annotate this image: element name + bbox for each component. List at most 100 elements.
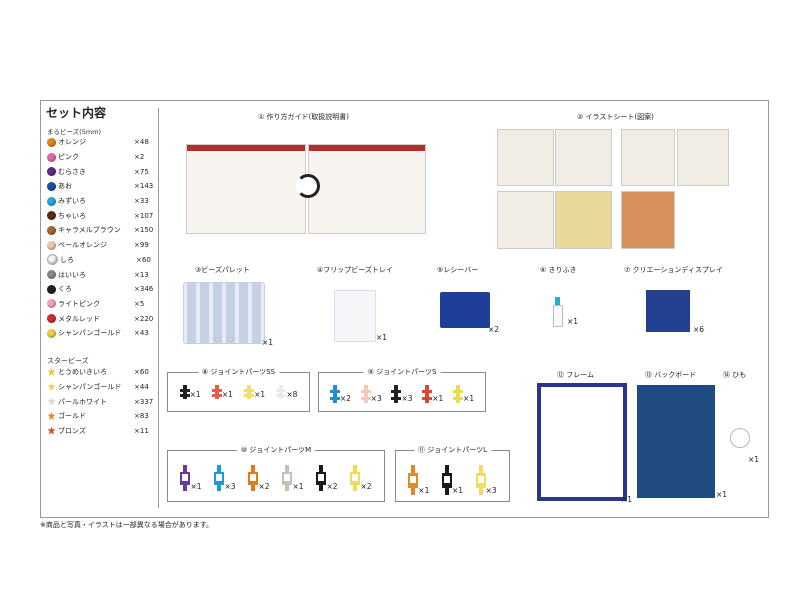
bead-icon bbox=[47, 314, 56, 324]
joint-part: ×1 bbox=[408, 465, 429, 495]
bead-qty: ×43 bbox=[134, 329, 149, 338]
bead-icon bbox=[47, 152, 56, 162]
bead-row: キャラメルブラウン×150 bbox=[47, 223, 153, 238]
joint-bar bbox=[350, 481, 361, 485]
bead-qty: ×48 bbox=[134, 138, 149, 147]
joint-part: ×1 bbox=[180, 465, 202, 491]
joint-part: ×1 bbox=[422, 385, 443, 403]
joint-qty: ×3 bbox=[224, 482, 236, 491]
frame-title: ⑫ フレーム bbox=[557, 371, 595, 379]
bead-icon bbox=[47, 137, 56, 147]
bead-row: シャンパンゴールド ×43 bbox=[47, 326, 153, 341]
spray-title: ⑥ きりふき bbox=[540, 266, 577, 274]
joint-part: ×1 bbox=[441, 465, 463, 495]
joint-piece-icon bbox=[316, 465, 327, 491]
joint-qty: ×3 bbox=[401, 394, 413, 403]
joint-piece-icon bbox=[408, 465, 419, 495]
joint-bar bbox=[422, 389, 433, 393]
joint-part: ×8 bbox=[276, 385, 297, 399]
bead-qty: ×220 bbox=[134, 314, 154, 323]
joint-window bbox=[477, 475, 484, 483]
joint-bar bbox=[475, 484, 486, 488]
bead-icon bbox=[47, 225, 56, 235]
bead-name: ちゃいろ bbox=[58, 211, 86, 220]
bead-qty: ×60 bbox=[134, 368, 149, 377]
joint-window bbox=[284, 474, 291, 481]
bead-row: ちゃいろ ×107 bbox=[47, 208, 153, 223]
bead-qty: ×60 bbox=[136, 255, 151, 264]
receiver-image bbox=[440, 292, 490, 328]
receiver-qty: ×2 bbox=[488, 325, 500, 334]
joint-piece-icon bbox=[179, 385, 190, 399]
illustration-sheets-image bbox=[497, 129, 729, 249]
joint-box-title: ⑩ ジョイントパーツM bbox=[236, 445, 316, 455]
joint-piece-icon bbox=[248, 465, 259, 491]
bead-name: はいいろ bbox=[58, 270, 86, 279]
bead-row: みずいろ×33 bbox=[47, 194, 153, 209]
bead-row: ライトピンク×5 bbox=[47, 297, 153, 312]
bead-qty: ×150 bbox=[134, 226, 154, 235]
joint-bar bbox=[179, 388, 190, 392]
bead-row: ペールオレンジ×99 bbox=[47, 238, 153, 253]
bead-qty: ×337 bbox=[134, 397, 154, 406]
bead-icon bbox=[47, 254, 58, 266]
bead-name: あお bbox=[58, 182, 72, 191]
frame-qty: ×1 bbox=[621, 495, 633, 504]
spray-qty: ×1 bbox=[567, 317, 579, 326]
joint-parts-ss-box: ⑧ ジョイントパーツSS×1×1×1×8 bbox=[167, 367, 310, 412]
bead-row: あお×143 bbox=[47, 179, 153, 194]
bead-icon bbox=[47, 196, 56, 206]
bead-icon bbox=[47, 328, 56, 338]
bead-row: とうめいきいろ×60 bbox=[47, 365, 153, 380]
page-title: セット内容 bbox=[46, 106, 107, 120]
receiver-title: ⑤レシーバー bbox=[437, 266, 479, 274]
joint-qty: ×2 bbox=[339, 394, 351, 403]
joint-stem bbox=[214, 385, 219, 399]
bead-qty: ×11 bbox=[134, 427, 149, 436]
joint-qty: ×2 bbox=[326, 482, 338, 491]
bead-name: シャンパンゴールド bbox=[58, 329, 122, 338]
bead-row: むらさき ×75 bbox=[47, 164, 153, 179]
bead-icon bbox=[47, 299, 56, 309]
bead-qty: ×44 bbox=[134, 383, 149, 392]
rotate-icon bbox=[296, 174, 320, 198]
star-beads-heading: スタービーズ bbox=[47, 357, 89, 365]
bead-icon bbox=[47, 167, 56, 177]
joint-piece-icon bbox=[350, 465, 361, 491]
joint-part: ×3 bbox=[214, 465, 236, 491]
joint-bar bbox=[453, 396, 464, 400]
joint-bar bbox=[441, 484, 452, 488]
joint-piece-icon bbox=[244, 385, 255, 399]
bead-name: むらさき bbox=[58, 167, 86, 176]
joint-part: ×1 bbox=[211, 385, 233, 399]
bead-qty: ×33 bbox=[134, 197, 149, 206]
joint-bar bbox=[211, 394, 222, 398]
joint-piece-icon bbox=[422, 385, 433, 403]
star-bead-icon bbox=[47, 382, 56, 391]
joint-part: ×3 bbox=[360, 385, 382, 403]
bead-qty: ×107 bbox=[134, 211, 154, 220]
joint-bar bbox=[248, 481, 259, 485]
joint-part: ×2 bbox=[316, 465, 338, 491]
bead-row: パールホワイト×337 bbox=[47, 394, 153, 409]
joint-bar bbox=[180, 481, 191, 485]
joint-bar bbox=[276, 388, 287, 392]
joint-bar bbox=[244, 388, 255, 392]
board-qty: ×1 bbox=[716, 490, 728, 499]
bead-qty: ×75 bbox=[134, 167, 149, 176]
joint-parts-m-box: ⑩ ジョイントパーツM×1×3×2×1×2×2 bbox=[167, 445, 385, 502]
bead-name: シャンパンゴールド bbox=[58, 383, 122, 392]
divider bbox=[158, 108, 159, 508]
joint-qty: ×1 bbox=[418, 486, 430, 495]
backboard-image bbox=[637, 385, 715, 498]
joint-piece-icon bbox=[391, 385, 402, 403]
frame-image bbox=[537, 383, 627, 501]
joint-stem bbox=[425, 385, 430, 403]
joint-part: ×1 bbox=[282, 465, 304, 491]
joint-piece-icon bbox=[360, 385, 371, 403]
joint-bar bbox=[360, 396, 371, 400]
joint-bar bbox=[316, 481, 327, 485]
bead-row: メタルレッド×220 bbox=[47, 311, 153, 326]
bead-qty: ×346 bbox=[134, 285, 154, 294]
joint-stem bbox=[456, 385, 461, 403]
